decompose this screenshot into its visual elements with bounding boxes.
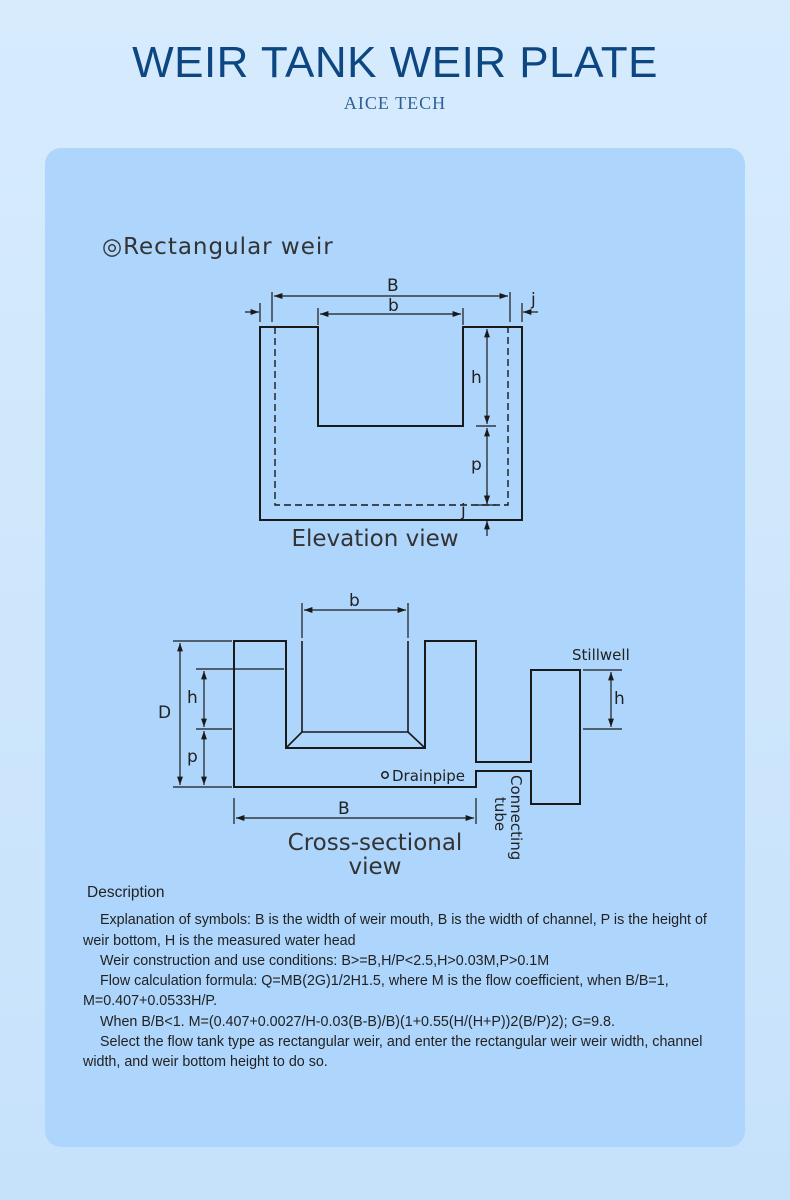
elev-label-h: h: [471, 368, 482, 388]
description-title: Description: [87, 884, 165, 901]
stillwell-label-h: h: [614, 689, 625, 709]
cross-section-outline: [233, 640, 581, 805]
cross-label-D: D: [158, 703, 171, 723]
drainpipe-label: Drainpipe: [392, 767, 465, 785]
description-paragraph: Flow calculation formula: Q=MB(2G)1/2H1.…: [83, 973, 669, 1010]
section-heading: ◎Rectangular weir: [102, 234, 334, 260]
cross-label-b: b: [349, 591, 360, 611]
cross-label-h: h: [187, 688, 198, 708]
cross-caption-line1: Cross-sectional: [288, 830, 463, 856]
description: Description Explanation of symbols: B is…: [83, 883, 708, 1073]
connecting-tube-label-2: tube: [491, 797, 509, 831]
elev-label-j-bottom: j: [460, 501, 466, 521]
description-paragraph: When B/B<1. M=(0.407+0.0027/H-0.03(B-B)/…: [100, 1013, 615, 1030]
description-paragraph: Explanation of symbols: B is the width o…: [83, 912, 707, 949]
elev-label-B: B: [387, 276, 399, 296]
cross-label-p: p: [187, 747, 198, 767]
description-paragraph: Weir construction and use conditions: B>…: [100, 952, 550, 969]
stillwell-label: Stillwell: [572, 646, 630, 664]
elev-label-b: b: [388, 296, 399, 316]
weir-diagram: B b j h p j Elevation view b D h p B Dra…: [158, 276, 630, 880]
cross-caption-line2: view: [349, 854, 402, 880]
page-title: WEIR TANK WEIR PLATE: [132, 38, 658, 87]
elev-label-j-top: j: [530, 290, 536, 310]
elevation-outline: [259, 326, 523, 521]
connecting-tube-label-1: Connecting: [507, 775, 525, 860]
content-card: ◎Rectangular weir: [45, 148, 745, 1147]
cross-label-B: B: [338, 799, 350, 819]
elevation-caption: Elevation view: [291, 526, 458, 552]
description-paragraph: Select the flow tank type as rectangular…: [83, 1034, 703, 1071]
brand-subtitle: AICE TECH: [343, 93, 447, 113]
elev-label-p: p: [471, 455, 482, 475]
